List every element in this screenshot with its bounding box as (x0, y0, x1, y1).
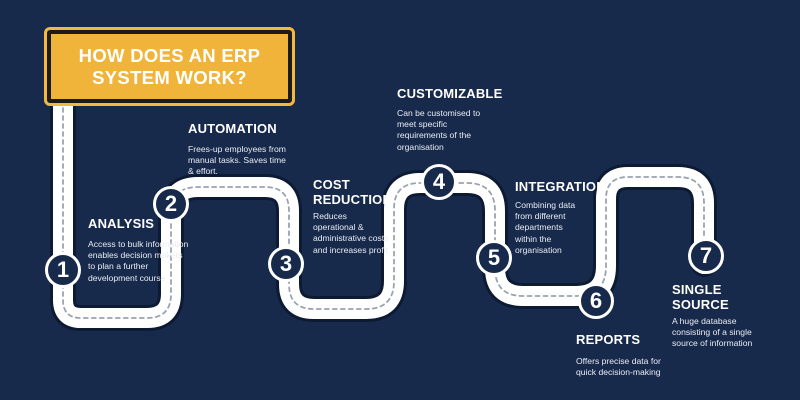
step-4-badge: 4 (421, 164, 457, 200)
step-7-badge: 7 (688, 238, 724, 274)
step-2-title: AUTOMATION (188, 121, 277, 136)
step-3-title: COST REDUCTION (313, 177, 393, 207)
step-4-title: CUSTOMIZABLE (397, 86, 503, 101)
step-6-title: REPORTS (576, 332, 641, 347)
step-6-description: Offers precise data for quick decision-m… (576, 356, 661, 378)
step-6-badge: 6 (578, 283, 614, 319)
step-5-title: INTEGRATION (515, 179, 606, 194)
road-lane-markings (62, 99, 705, 319)
step-5-badge: 5 (476, 240, 512, 276)
step-2-badge: 2 (153, 186, 189, 222)
step-3-badge: 3 (268, 246, 304, 282)
step-7-title: SINGLE SOURCE (672, 282, 729, 312)
page-title: HOW DOES AN ERP SYSTEM WORK? (78, 44, 261, 88)
step-1-title: ANALYSIS (88, 216, 155, 231)
step-4-description: Can be customised to meet specific requi… (397, 108, 481, 152)
step-7-description: A huge database consisting of a single s… (672, 316, 753, 349)
title-sign: HOW DOES AN ERP SYSTEM WORK? (44, 27, 295, 106)
step-3-description: Reduces operational & administrative cos… (313, 211, 389, 255)
step-1-badge: 1 (45, 252, 81, 288)
step-2-description: Frees-up employees from manual tasks. Sa… (188, 144, 286, 177)
step-5-description: Combining data from different department… (515, 200, 576, 255)
step-1-description: Access to bulk information enables decis… (88, 239, 189, 283)
